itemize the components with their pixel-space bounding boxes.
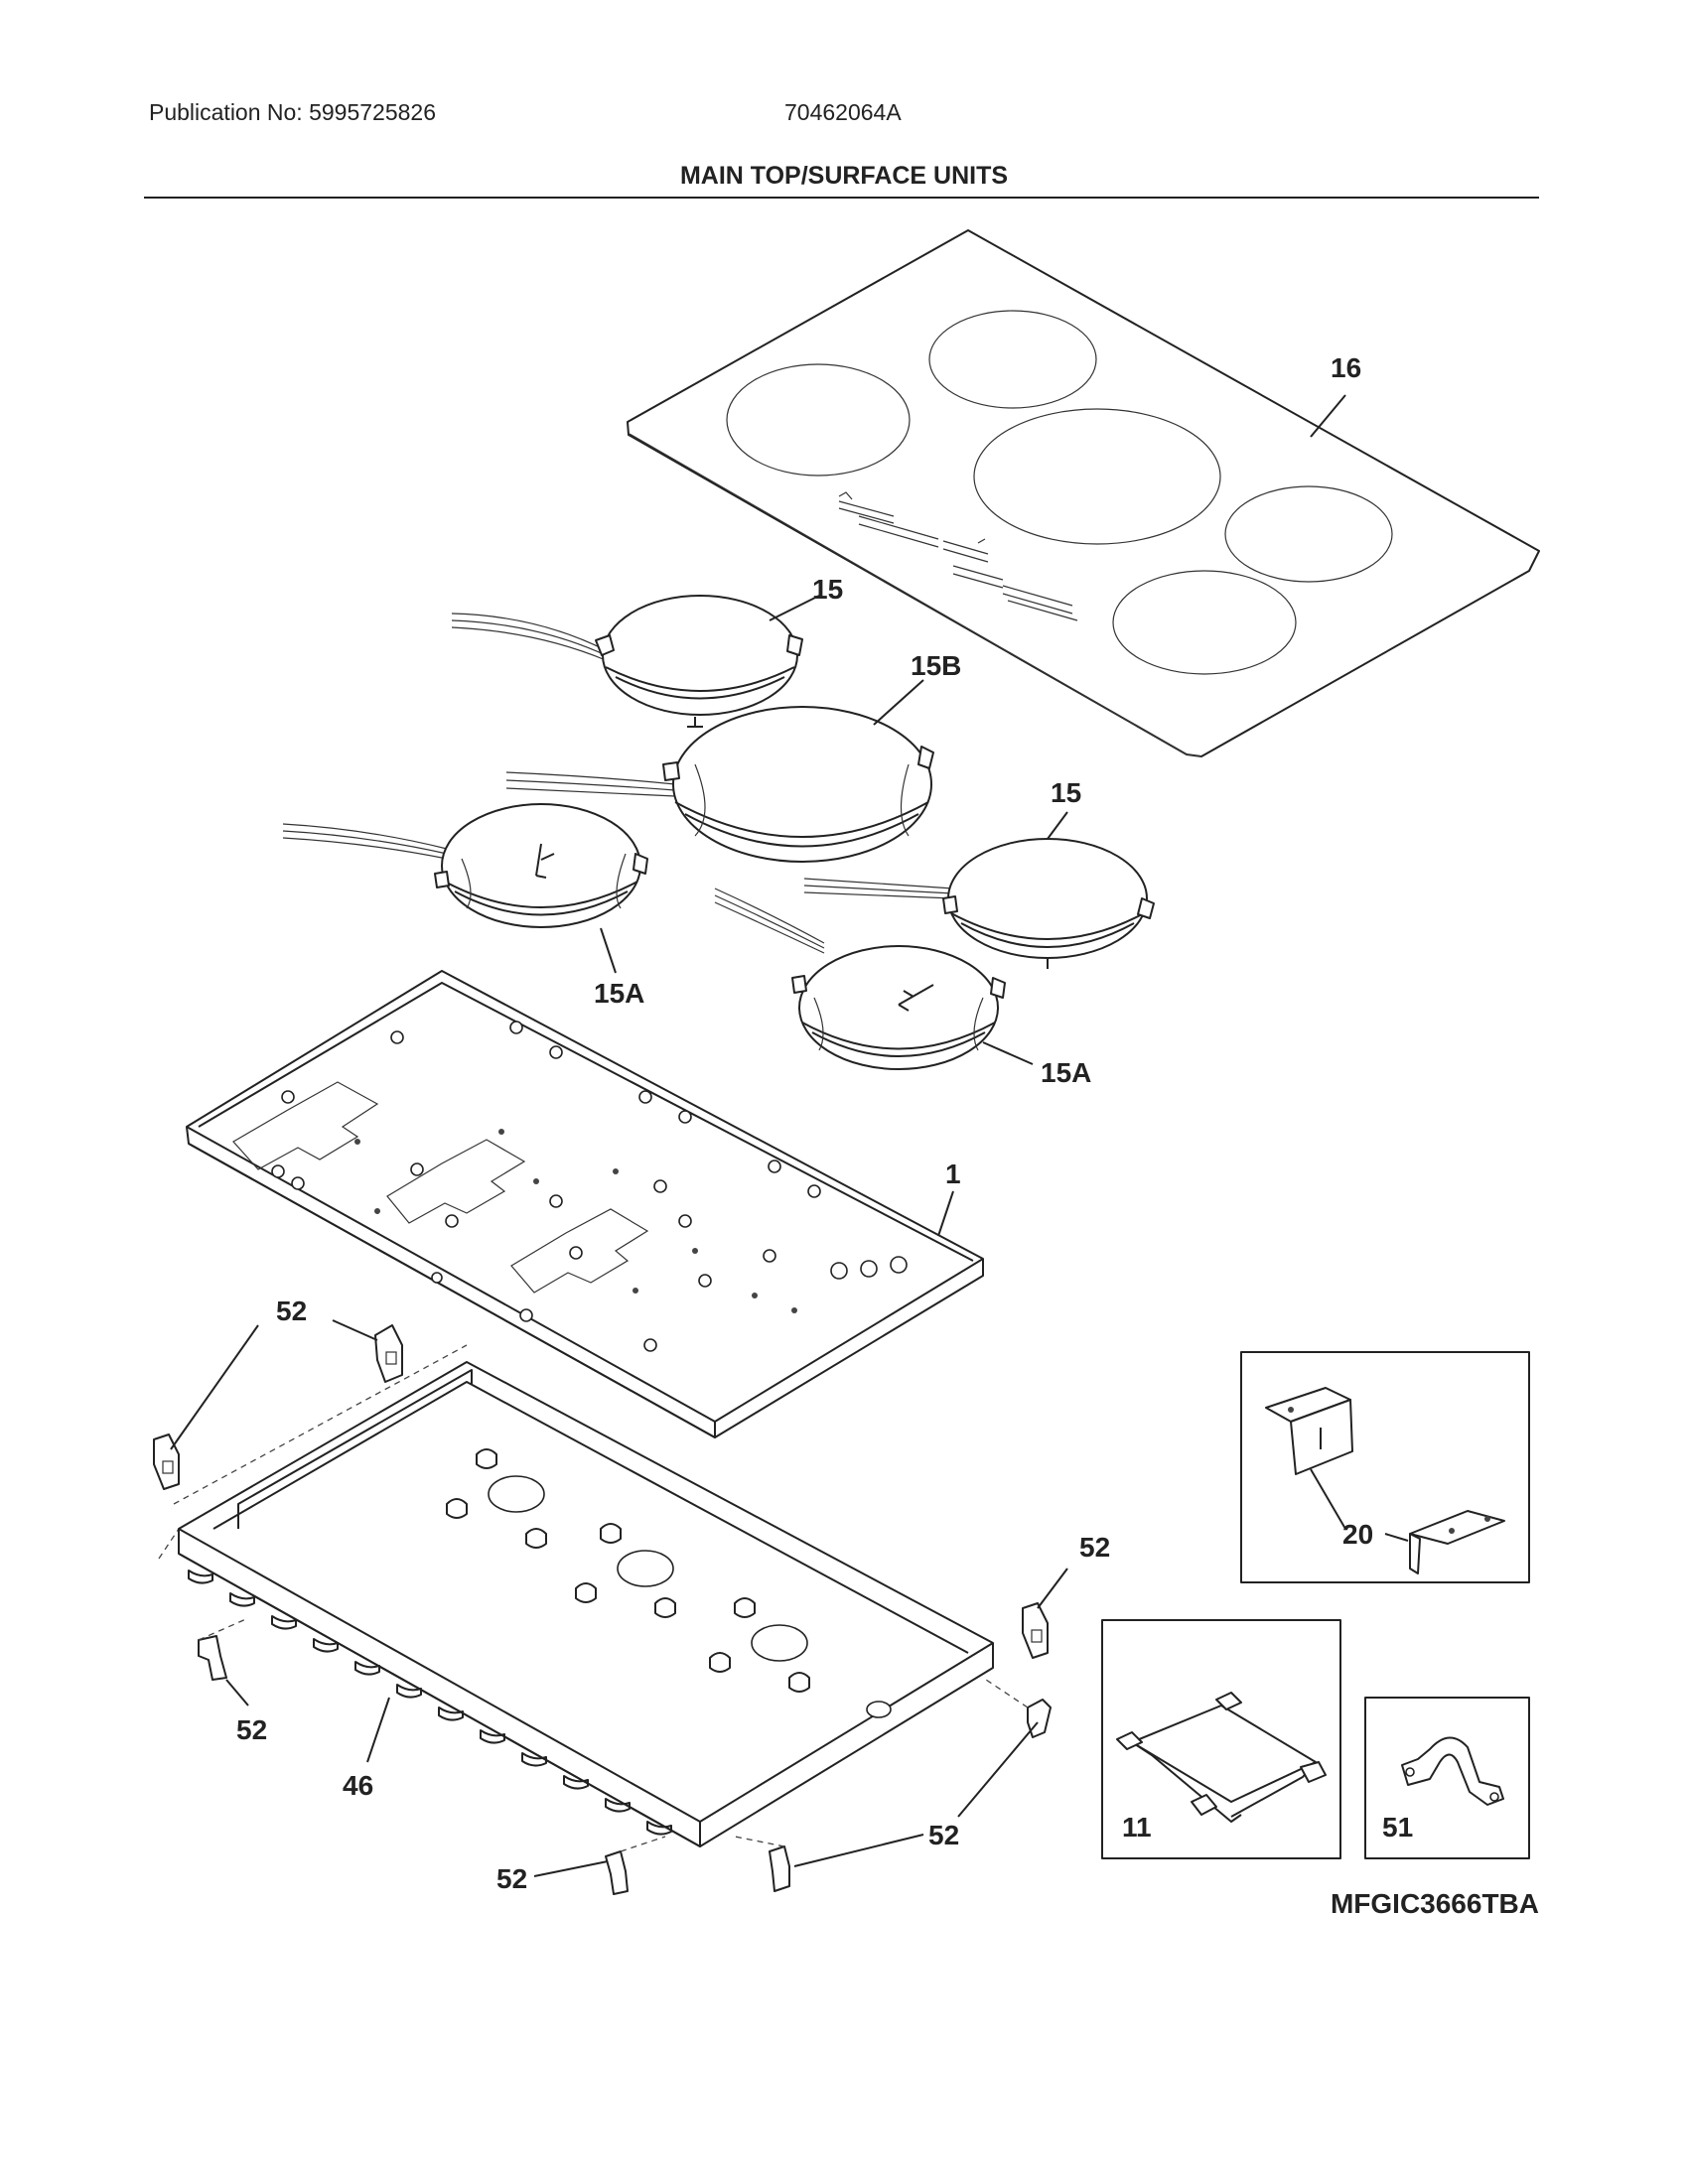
leader-20	[1310, 1468, 1409, 1542]
leader-1	[937, 1190, 954, 1237]
leader-15a-center	[982, 1041, 1034, 1065]
leader-15-right	[1047, 811, 1068, 840]
callout-52-d: 52	[928, 1820, 959, 1850]
surface-element-rear-left[interactable]	[451, 595, 803, 728]
callout-15-right: 15	[1051, 777, 1081, 808]
callout-52-c: 52	[1079, 1532, 1110, 1563]
callout-15-rear: 15	[812, 574, 843, 605]
surface-element-front-left[interactable]	[282, 803, 648, 928]
burner-box[interactable]	[158, 1344, 994, 1847]
front-vent-tabs	[188, 1570, 672, 1836]
surface-element-front-center[interactable]	[714, 887, 1006, 1070]
clip-front-left[interactable]	[198, 1635, 227, 1681]
leader-15b	[873, 679, 924, 726]
surface-element-center[interactable]	[505, 706, 934, 863]
bracket-11[interactable]	[1116, 1692, 1327, 1823]
callout-51: 51	[1382, 1812, 1413, 1843]
leader-15a-left	[600, 927, 617, 974]
callout-16: 16	[1331, 352, 1361, 383]
surface-element-right[interactable]	[803, 838, 1155, 969]
callout-20: 20	[1342, 1519, 1373, 1550]
leader-52-a	[170, 1319, 378, 1450]
callout-52-b: 52	[236, 1714, 267, 1745]
leader-52-e	[533, 1860, 609, 1877]
callout-1: 1	[945, 1159, 961, 1189]
box-slots	[446, 1448, 810, 1693]
callout-11: 11	[1122, 1812, 1152, 1843]
bracket-20-b[interactable]	[1409, 1510, 1505, 1574]
callout-52-e: 52	[496, 1863, 527, 1894]
inset-box-clamp-51: 51	[1364, 1697, 1530, 1859]
inset-box-bracket-11: 11	[1101, 1619, 1341, 1859]
leader-52-b	[225, 1679, 249, 1706]
clip-right[interactable]	[1022, 1602, 1049, 1659]
callout-52-a: 52	[276, 1296, 307, 1326]
clamp-51[interactable]	[1401, 1736, 1504, 1806]
inset-box-brackets: 20	[1240, 1351, 1530, 1583]
callout-15a-center: 15A	[1041, 1057, 1091, 1088]
bracket-20-a[interactable]	[1265, 1387, 1353, 1475]
leader-46	[366, 1697, 390, 1763]
callout-46: 46	[343, 1770, 373, 1801]
leader-15-rear	[769, 595, 820, 621]
callout-15b: 15B	[911, 650, 961, 681]
main-top-frame[interactable]	[186, 970, 984, 1438]
title-rule	[144, 197, 1539, 199]
document-number: 70462064A	[784, 99, 902, 125]
clip-rear-left[interactable]	[374, 1324, 403, 1383]
clip-front[interactable]	[605, 1845, 790, 1895]
control-markings	[838, 491, 1078, 621]
publication-number: Publication No: 5995725826	[149, 99, 437, 125]
leader-16	[1310, 394, 1346, 438]
page-title: MAIN TOP/SURFACE UNITS	[679, 162, 1009, 190]
model-number: MFGIC3666TBA	[1330, 1888, 1539, 1919]
frame-holes	[271, 1021, 908, 1352]
glass-cooktop[interactable]	[627, 229, 1540, 757]
leader-52-d	[793, 1721, 1039, 1867]
leader-52-c	[1037, 1568, 1068, 1609]
callout-15a-left: 15A	[594, 978, 644, 1009]
